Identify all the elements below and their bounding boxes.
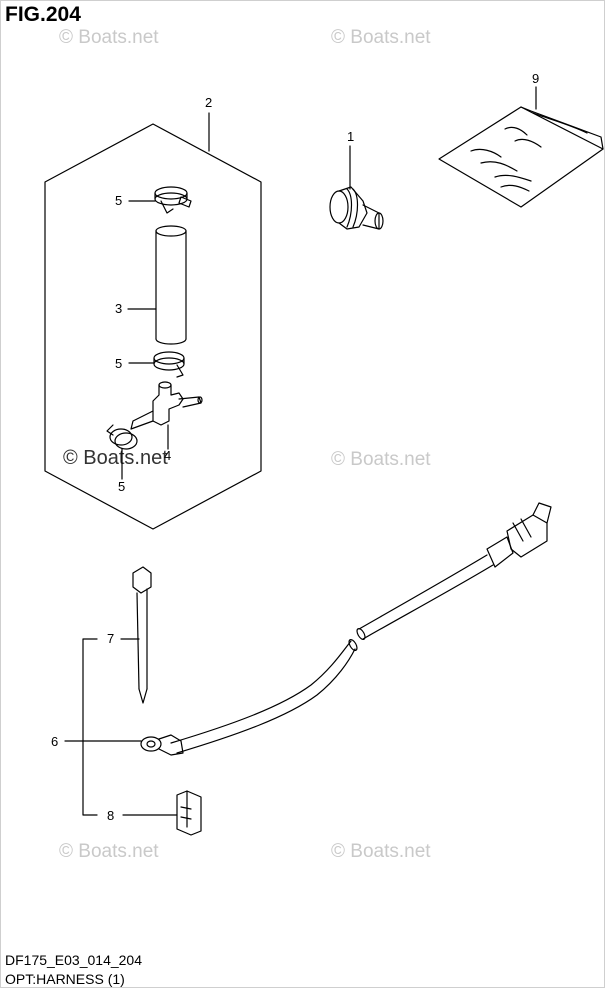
watermark: © Boats.net [331, 449, 431, 470]
callout-6: 6 [51, 734, 59, 749]
hose-clamp-top [154, 186, 192, 214]
callout-5-middle: 5 [115, 356, 123, 371]
watermark: © Boats.net [59, 27, 159, 48]
grommet-plug [329, 186, 384, 230]
kit-outline [44, 123, 262, 530]
group-bracket [82, 638, 98, 816]
figure-title: FIG.204 [5, 3, 81, 26]
callout-4: 4 [164, 448, 172, 463]
callout-1: 1 [347, 129, 355, 144]
figure-name: OPT:HARNESS (1) [5, 971, 125, 987]
fuse [176, 790, 202, 836]
callout-5-top: 5 [115, 193, 123, 208]
callout-3: 3 [115, 301, 123, 316]
watermark: © Boats.net [63, 447, 168, 469]
t-joint [130, 381, 203, 430]
fuel-hose [155, 225, 187, 345]
watermark: © Boats.net [331, 841, 431, 862]
callout-9: 9 [532, 71, 540, 86]
callout-5-lower: 5 [118, 479, 126, 494]
watermark: © Boats.net [59, 841, 159, 862]
hose-clamp-middle [153, 351, 185, 378]
callout-7: 7 [107, 631, 115, 646]
callout-2: 2 [205, 95, 213, 110]
callout-8: 8 [107, 808, 115, 823]
watermark: © Boats.net [331, 27, 431, 48]
figure-code: DF175_E03_014_204 [5, 952, 143, 968]
grease-packet [438, 106, 604, 208]
cable-tie [132, 566, 152, 704]
ring-terminal [140, 734, 184, 756]
hose-clamp-lower [106, 424, 138, 450]
wire-harness [170, 502, 552, 754]
